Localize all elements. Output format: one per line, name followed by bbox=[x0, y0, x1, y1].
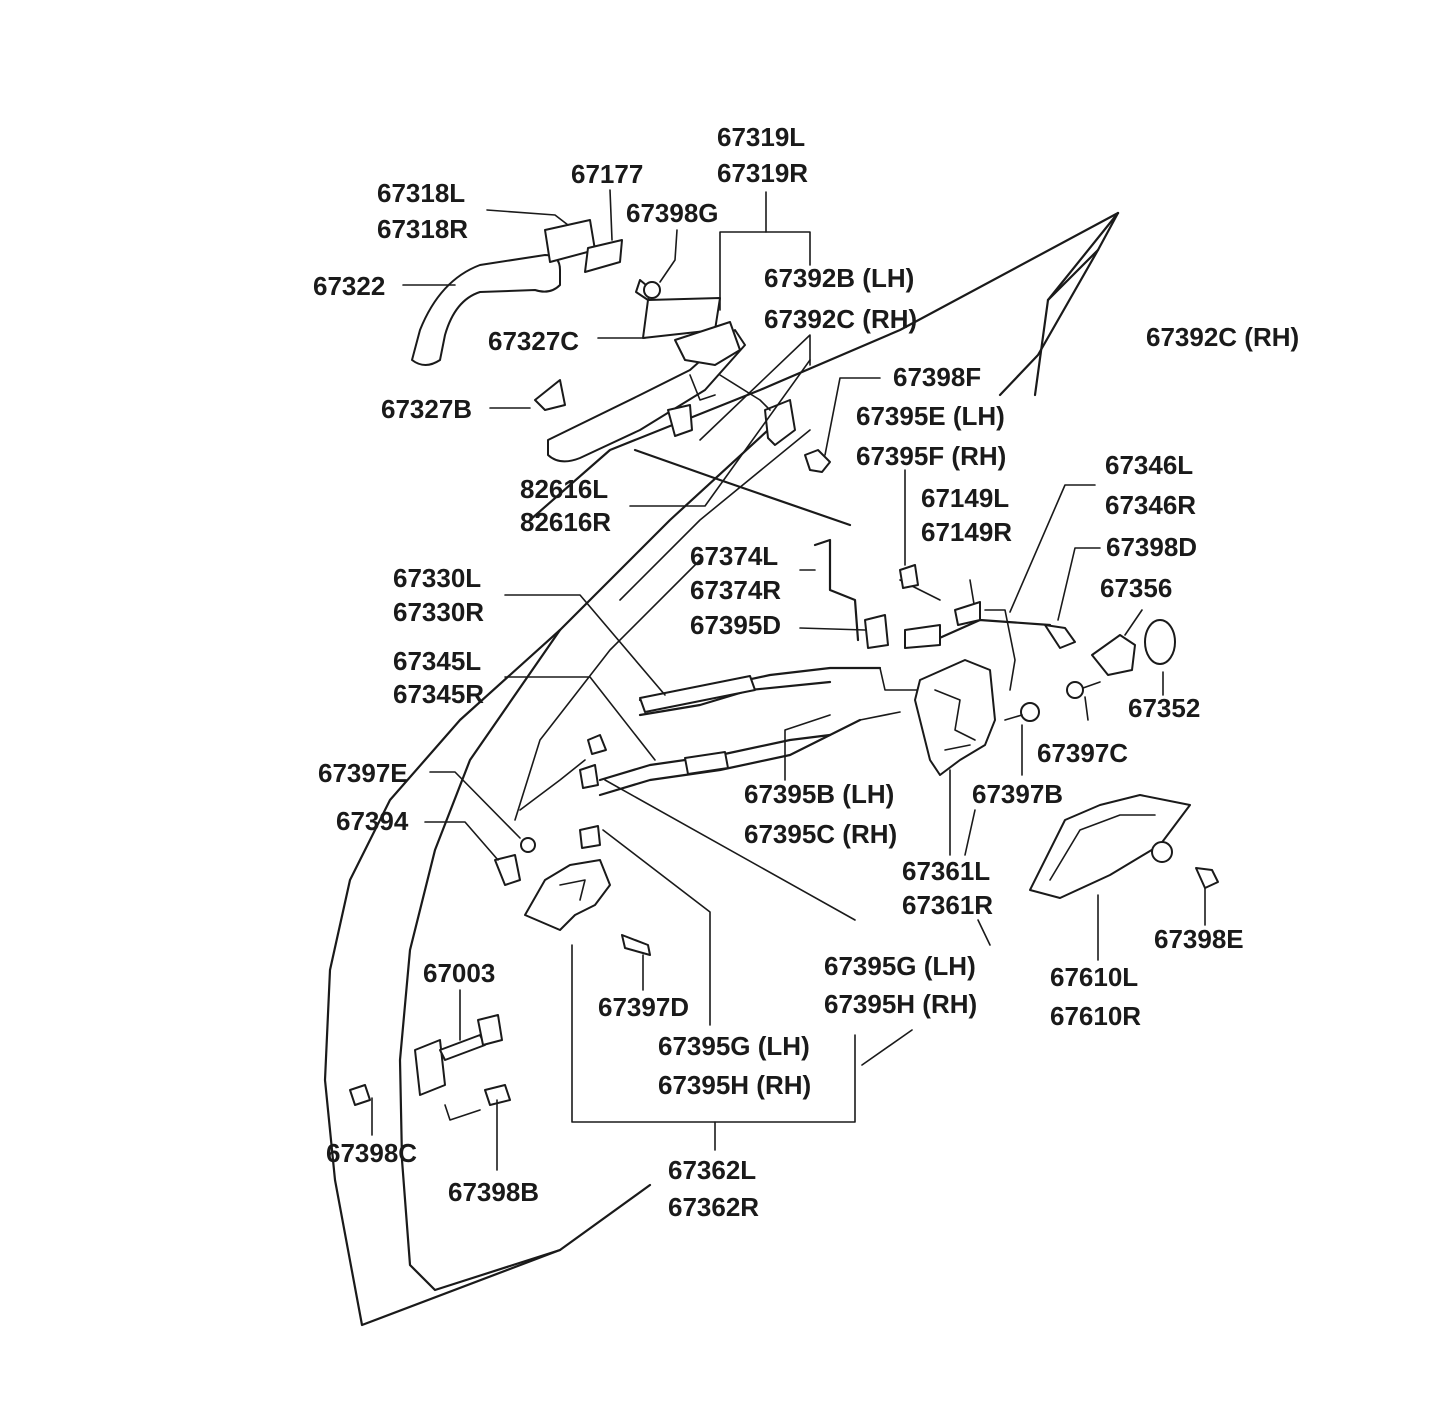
rods-and-cables bbox=[598, 448, 1052, 797]
label-67361L: 67361L bbox=[902, 856, 990, 886]
label-67398F: 67398F bbox=[893, 362, 981, 392]
label-67395D: 67395D bbox=[690, 610, 781, 640]
label-67397E: 67397E bbox=[318, 758, 408, 788]
label-67330R: 67330R bbox=[393, 597, 484, 627]
label-67392C-rh: 67392C (RH) bbox=[764, 304, 917, 334]
striker-parts bbox=[1004, 619, 1176, 722]
label-67319R: 67319R bbox=[717, 158, 808, 188]
outer-door-handle bbox=[411, 219, 796, 463]
label-67395G-lh-lower: 67395G (LH) bbox=[658, 1031, 810, 1061]
label-67398G: 67398G bbox=[626, 198, 719, 228]
door-lock-actuator bbox=[864, 564, 996, 776]
label-67395E-lh: 67395E (LH) bbox=[856, 401, 1005, 431]
label-67327C: 67327C bbox=[488, 326, 579, 356]
label-67398D: 67398D bbox=[1106, 532, 1197, 562]
leader-lines bbox=[371, 189, 1206, 1171]
label-67177: 67177 bbox=[571, 159, 643, 189]
label-67374R: 67374R bbox=[690, 575, 781, 605]
label-67346R: 67346R bbox=[1105, 490, 1196, 520]
door-latch bbox=[494, 734, 651, 956]
label-67345R: 67345R bbox=[393, 679, 484, 709]
label-67003: 67003 bbox=[423, 958, 495, 988]
label-67392B-lh: 67392B (LH) bbox=[764, 263, 914, 293]
label-67356: 67356 bbox=[1100, 573, 1172, 603]
label-67318L: 67318L bbox=[377, 178, 465, 208]
label-67327B: 67327B bbox=[381, 394, 472, 424]
label-67395H-rh: 67395H (RH) bbox=[824, 989, 977, 1019]
label-67362R: 67362R bbox=[668, 1192, 759, 1222]
label-67610R: 67610R bbox=[1050, 1001, 1141, 1031]
label-67395H-rh-lower: 67395H (RH) bbox=[658, 1070, 811, 1100]
label-67610L: 67610L bbox=[1050, 962, 1138, 992]
label-67345L: 67345L bbox=[393, 646, 481, 676]
door-outline bbox=[323, 211, 1120, 1327]
label-67392C-rh-right: 67392C (RH) bbox=[1146, 322, 1299, 352]
label-67395B-lh: 67395B (LH) bbox=[744, 779, 894, 809]
label-67346L: 67346L bbox=[1105, 450, 1193, 480]
label-67319L: 67319L bbox=[717, 122, 805, 152]
label-67397D: 67397D bbox=[598, 992, 689, 1022]
label-67374L: 67374L bbox=[690, 541, 778, 571]
label-67395C-rh: 67395C (RH) bbox=[744, 819, 897, 849]
label-67318R: 67318R bbox=[377, 214, 468, 244]
label-67397B: 67397B bbox=[972, 779, 1063, 809]
label-67149L: 67149L bbox=[921, 483, 1009, 513]
screw-icon-top bbox=[635, 279, 831, 473]
label-67362L: 67362L bbox=[668, 1155, 756, 1185]
label-67149R: 67149R bbox=[921, 517, 1012, 547]
label-67398E: 67398E bbox=[1154, 924, 1244, 954]
label-67395F-rh: 67395F (RH) bbox=[856, 441, 1006, 471]
label-82616R: 82616R bbox=[520, 507, 611, 537]
label-67330L: 67330L bbox=[393, 563, 481, 593]
label-67322: 67322 bbox=[313, 271, 385, 301]
inner-door-handle bbox=[1029, 794, 1219, 899]
label-82616L: 82616L bbox=[520, 474, 608, 504]
label-67395G-lh: 67395G (LH) bbox=[824, 951, 976, 981]
label-67352: 67352 bbox=[1128, 693, 1200, 723]
label-67398B: 67398B bbox=[448, 1177, 539, 1207]
label-67397C: 67397C bbox=[1037, 738, 1128, 768]
part-labels: 67319L 67319R 67177 67318L 67318R 67398G… bbox=[313, 122, 1299, 1222]
door-check-link bbox=[349, 1014, 511, 1121]
label-67394: 67394 bbox=[336, 806, 409, 836]
label-67398C: 67398C bbox=[326, 1138, 417, 1168]
label-67361R: 67361R bbox=[902, 890, 993, 920]
